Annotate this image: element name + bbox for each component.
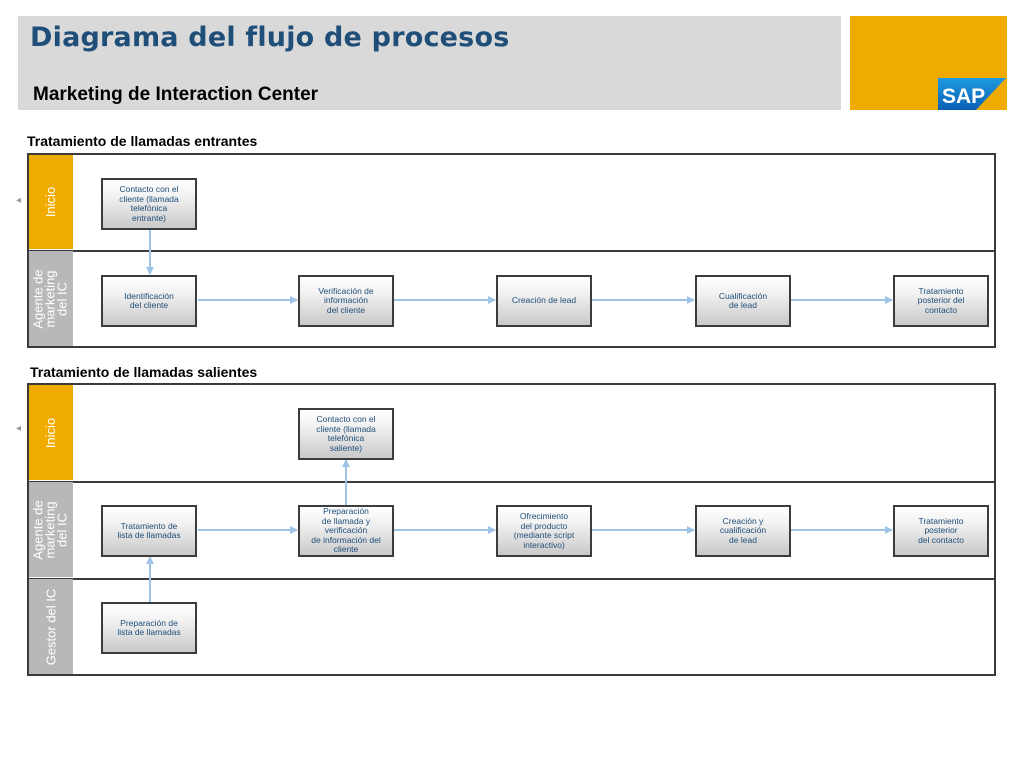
incoming-lane-start: Inicio <box>29 155 73 249</box>
box-out-customer-contact: Contacto con el cliente (llamada telefón… <box>298 408 394 460</box>
box-out-lead-create-qualify: Creación y cualificación de lead <box>695 505 791 557</box>
box-out-call-list-preparation: Preparación de lista de llamadas <box>101 602 197 654</box>
incoming-collapse-marker: ◂ <box>16 195 22 206</box>
header-band <box>18 16 841 110</box>
sap-logo-text: SAP <box>942 85 985 108</box>
sap-logo: SAP <box>938 78 1006 110</box>
page-title: Diagrama del flujo de procesos <box>30 22 510 53</box>
box-out-call-preparation: Preparación de llamada y verificación de… <box>298 505 394 557</box>
box-out-contact-followup: Tratamiento posterior del contacto <box>893 505 989 557</box>
box-out-product-offer: Ofrecimiento del producto (mediante scri… <box>496 505 592 557</box>
box-in-contact-followup: Tratamiento posterior del contacto <box>893 275 989 327</box>
incoming-lane-divider <box>29 250 994 252</box>
outgoing-lane-divider-2 <box>29 578 994 580</box>
box-in-info-verification: Verificación de información del cliente <box>298 275 394 327</box>
box-in-customer-contact: Contacto con el cliente (llamada telefón… <box>101 178 197 230</box>
box-out-call-list-processing: Tratamiento de lista de llamadas <box>101 505 197 557</box>
section-title-outgoing: Tratamiento de llamadas salientes <box>30 364 258 380</box>
outgoing-lane-manager: Gestor del IC <box>29 579 73 674</box>
box-in-customer-identification: Identificación del cliente <box>101 275 197 327</box>
section-title-incoming: Tratamiento de llamadas entrantes <box>27 133 258 149</box>
outgoing-collapse-marker: ◂ <box>16 423 22 434</box>
outgoing-lane-start: Inicio <box>29 385 73 480</box>
box-in-lead-qualification: Cualificación de lead <box>695 275 791 327</box>
page-subtitle: Marketing de Interaction Center <box>33 84 319 105</box>
outgoing-lane-divider-1 <box>29 481 994 483</box>
box-in-lead-creation: Creación de lead <box>496 275 592 327</box>
